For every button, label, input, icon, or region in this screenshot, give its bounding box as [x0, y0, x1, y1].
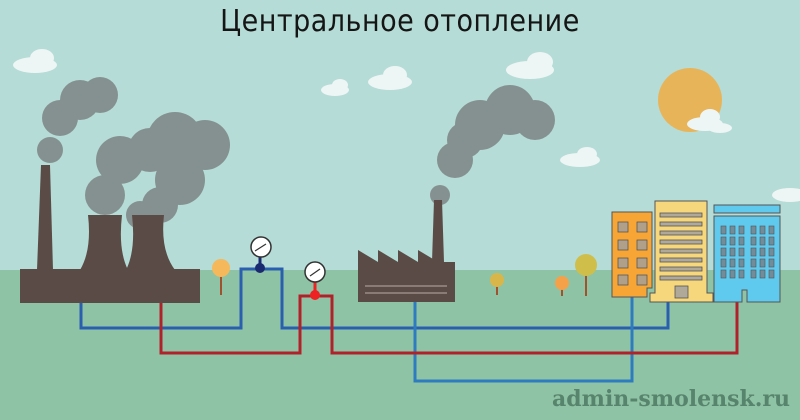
window [750, 247, 757, 257]
cold-supply-pipe [413, 297, 634, 383]
window [750, 236, 757, 246]
window [759, 247, 766, 257]
clouds [13, 49, 800, 202]
window [729, 236, 736, 246]
window [720, 236, 727, 246]
window [738, 247, 745, 257]
window [759, 236, 766, 246]
window [738, 225, 745, 235]
window [759, 225, 766, 235]
window [720, 258, 727, 268]
power-plant [20, 165, 200, 303]
window [768, 247, 775, 257]
window [768, 225, 775, 235]
window [738, 269, 745, 279]
window [738, 236, 745, 246]
window [738, 258, 745, 268]
factory [358, 200, 455, 302]
page-title: Центральное отопление [220, 4, 580, 39]
window [750, 225, 757, 235]
window [729, 247, 736, 257]
trees [212, 254, 597, 296]
window [729, 258, 736, 268]
window [720, 225, 727, 235]
window [720, 247, 727, 257]
window [759, 258, 766, 268]
window [768, 269, 775, 279]
window [750, 258, 757, 268]
building-yellow [649, 200, 714, 303]
pressure-gauge-hot [304, 261, 326, 300]
window [729, 225, 736, 235]
pressure-gauge-cold [250, 236, 272, 273]
window [729, 269, 736, 279]
window [768, 236, 775, 246]
building-blue [713, 204, 781, 303]
window [768, 258, 775, 268]
window [720, 269, 727, 279]
window [759, 269, 766, 279]
window [750, 269, 757, 279]
building-orange [611, 211, 653, 298]
watermark: admin-smolensk.ru [552, 386, 790, 412]
